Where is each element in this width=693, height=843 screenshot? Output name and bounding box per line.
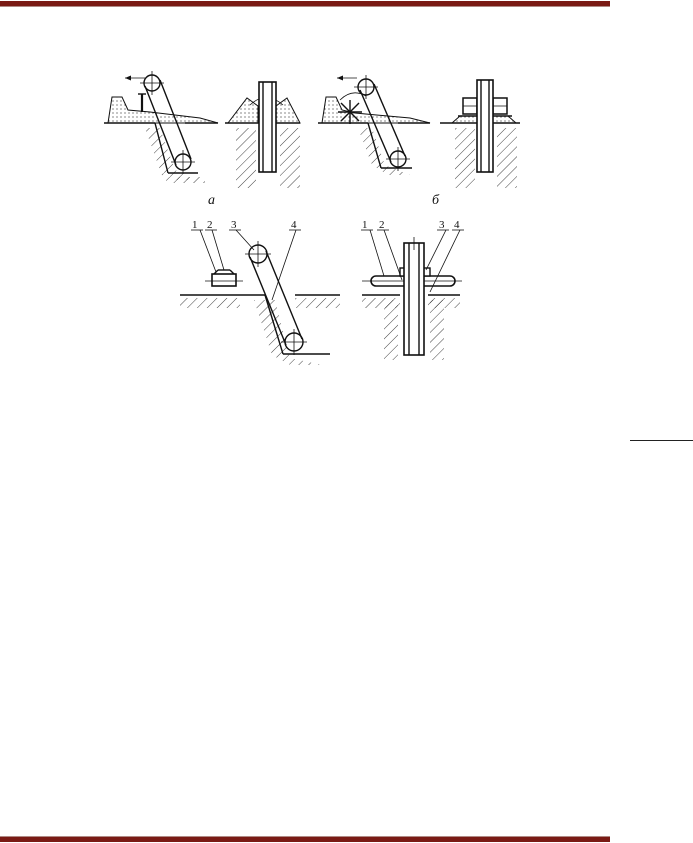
panel-a-front-view bbox=[225, 81, 301, 188]
bottom-border-rule bbox=[0, 836, 610, 842]
callout-left-1: 1 bbox=[192, 219, 198, 231]
panel-a-side-view bbox=[104, 71, 219, 183]
panel-b-side-view bbox=[318, 75, 431, 175]
callout-right-4: 4 bbox=[454, 219, 460, 231]
lower-front-view bbox=[361, 229, 464, 360]
caption-a: а bbox=[208, 193, 215, 208]
callout-right-2: 2 bbox=[379, 219, 385, 231]
callout-right-3: 3 bbox=[439, 219, 445, 231]
callout-left-3: 3 bbox=[231, 219, 237, 231]
panel-b-front-view bbox=[440, 79, 520, 188]
rotor-star-icon bbox=[338, 100, 362, 124]
top-border-rule bbox=[0, 1, 610, 7]
callout-right-1: 1 bbox=[362, 219, 368, 231]
margin-rule bbox=[630, 440, 693, 441]
callout-left-2: 2 bbox=[207, 219, 213, 231]
callout-left-4: 4 bbox=[291, 219, 297, 231]
caption-b: б bbox=[432, 193, 440, 208]
lower-side-view bbox=[180, 229, 340, 365]
